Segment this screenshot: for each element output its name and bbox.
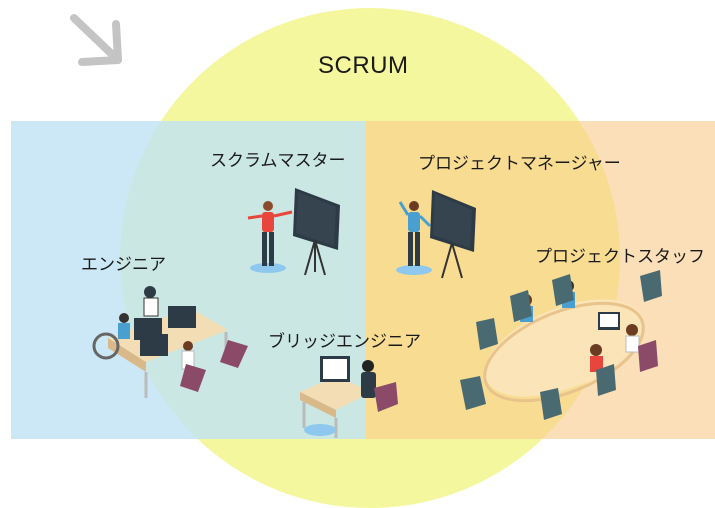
engineer-illustration [92, 286, 248, 398]
role-label-bridge-engineer: ブリッジエンジニア [268, 332, 421, 352]
bridge-engineer-illustration [300, 356, 398, 438]
scrum-master-illustration [247, 188, 340, 276]
project-manager-illustration [396, 190, 476, 279]
role-label-scrum-master: スクラムマスター [210, 151, 346, 171]
project-staff-illustration [460, 270, 662, 420]
role-label-project-manager: プロジェクトマネージャー [418, 154, 621, 174]
role-label-project-staff: プロジェクトスタッフ [535, 247, 705, 267]
role-label-engineer: エンジニア [81, 255, 166, 275]
diagram-title: SCRUM [318, 52, 409, 79]
arrow-down-right-icon [70, 14, 122, 66]
